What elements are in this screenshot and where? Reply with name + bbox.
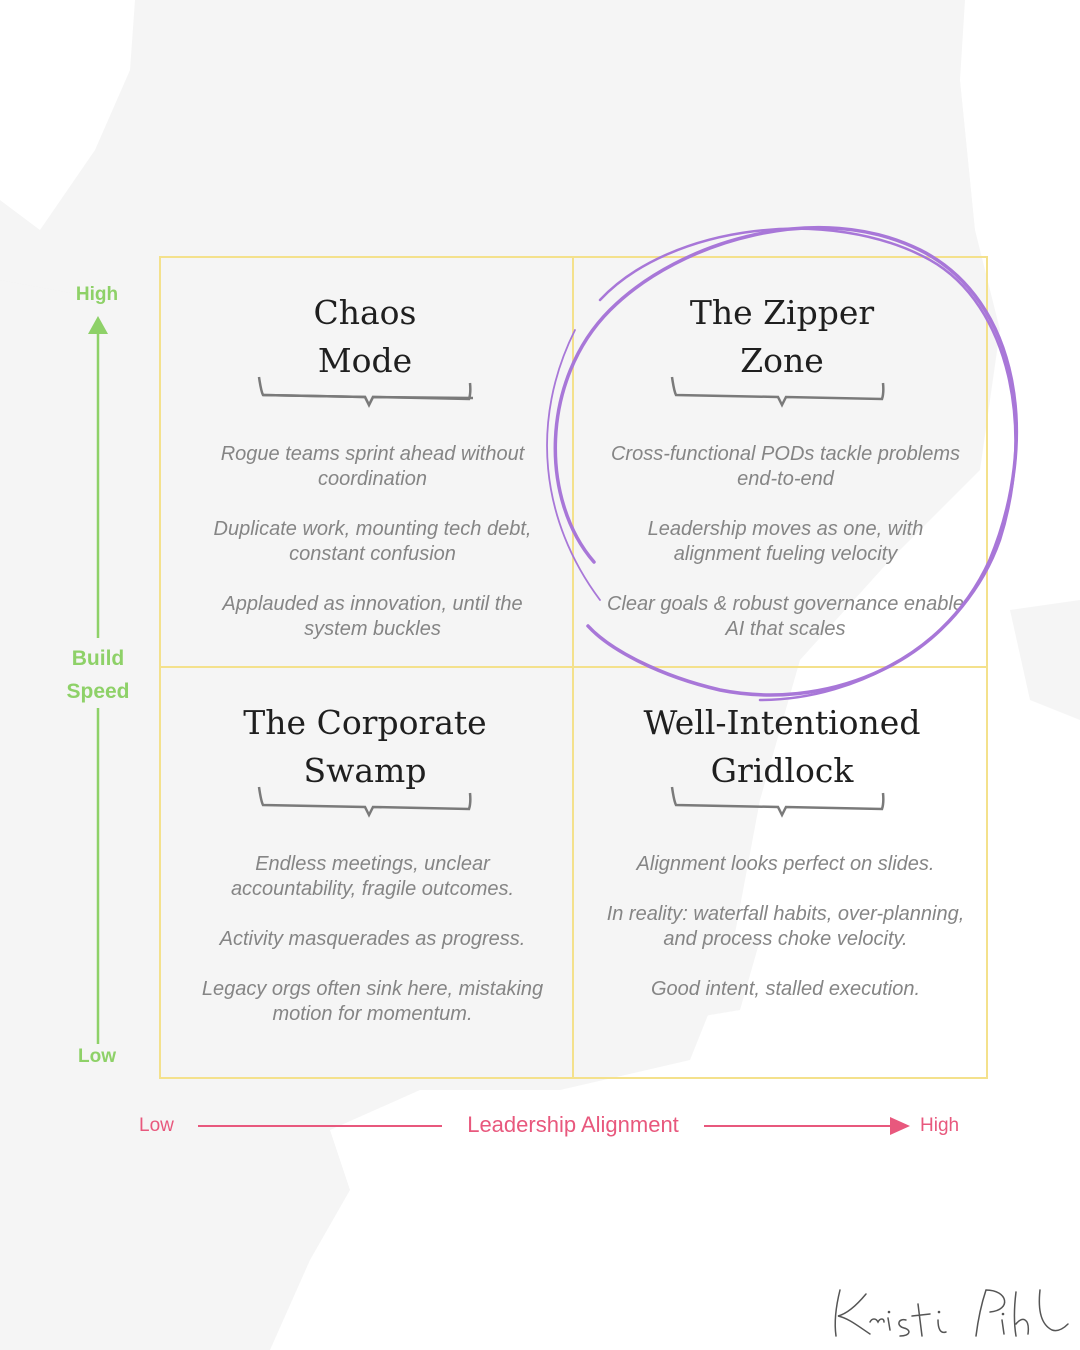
quadrant-title: Chaos Mode: [160, 289, 570, 385]
point-list: Rogue teams sprint ahead without coordin…: [190, 442, 555, 667]
point: Duplicate work, mounting tech debt, cons…: [190, 517, 555, 567]
y-axis-high-label: High: [66, 284, 128, 306]
y-axis-label: Build Speed: [48, 642, 148, 708]
quadrant-corporate-swamp: The Corporate Swamp Endless meetings, un…: [160, 667, 573, 1077]
point: In reality: waterfall habits, over-plann…: [603, 902, 968, 952]
point: Rogue teams sprint ahead without coordin…: [190, 442, 555, 492]
point: Endless meetings, unclear accountability…: [190, 852, 555, 902]
x-axis-low-label: Low: [139, 1115, 174, 1137]
point-list: Alignment looks perfect on slides. In re…: [603, 852, 968, 1027]
point: Leadership moves as one, with alignment …: [603, 517, 968, 567]
point: Cross-functional PODs tackle problems en…: [603, 442, 968, 492]
point: Applauded as innovation, until the syste…: [190, 592, 555, 642]
quadrant-zipper-zone: The Zipper Zone Cross-functional PODs ta…: [573, 257, 986, 667]
point: Legacy orgs often sink here, mistaking m…: [190, 977, 555, 1027]
quadrant-title: The Corporate Swamp: [160, 699, 570, 795]
quadrant-title: Well-Intentioned Gridlock: [573, 699, 991, 795]
point: Clear goals & robust governance enable A…: [603, 592, 968, 642]
point-list: Endless meetings, unclear accountability…: [190, 852, 555, 1052]
quadrant-chaos-mode: Chaos Mode Rogue teams sprint ahead with…: [160, 257, 573, 667]
y-axis-low-label: Low: [66, 1046, 128, 1068]
point: Good intent, stalled execution.: [603, 977, 968, 1002]
point: Activity masquerades as progress.: [190, 927, 555, 952]
quadrant-well-intentioned-gridlock: Well-Intentioned Gridlock Alignment look…: [573, 667, 986, 1077]
x-axis-high-label: High: [920, 1115, 959, 1137]
quadrant-title: The Zipper Zone: [573, 289, 991, 385]
brace-icon: [257, 375, 473, 411]
point-list: Cross-functional PODs tackle problems en…: [603, 442, 968, 667]
point: Alignment looks perfect on slides.: [603, 852, 968, 877]
brace-icon: [670, 785, 886, 821]
brace-icon: [257, 785, 473, 821]
x-axis-label: Leadership Alignment: [452, 1112, 694, 1138]
signature: [826, 1284, 1071, 1344]
brace-icon: [670, 375, 886, 411]
